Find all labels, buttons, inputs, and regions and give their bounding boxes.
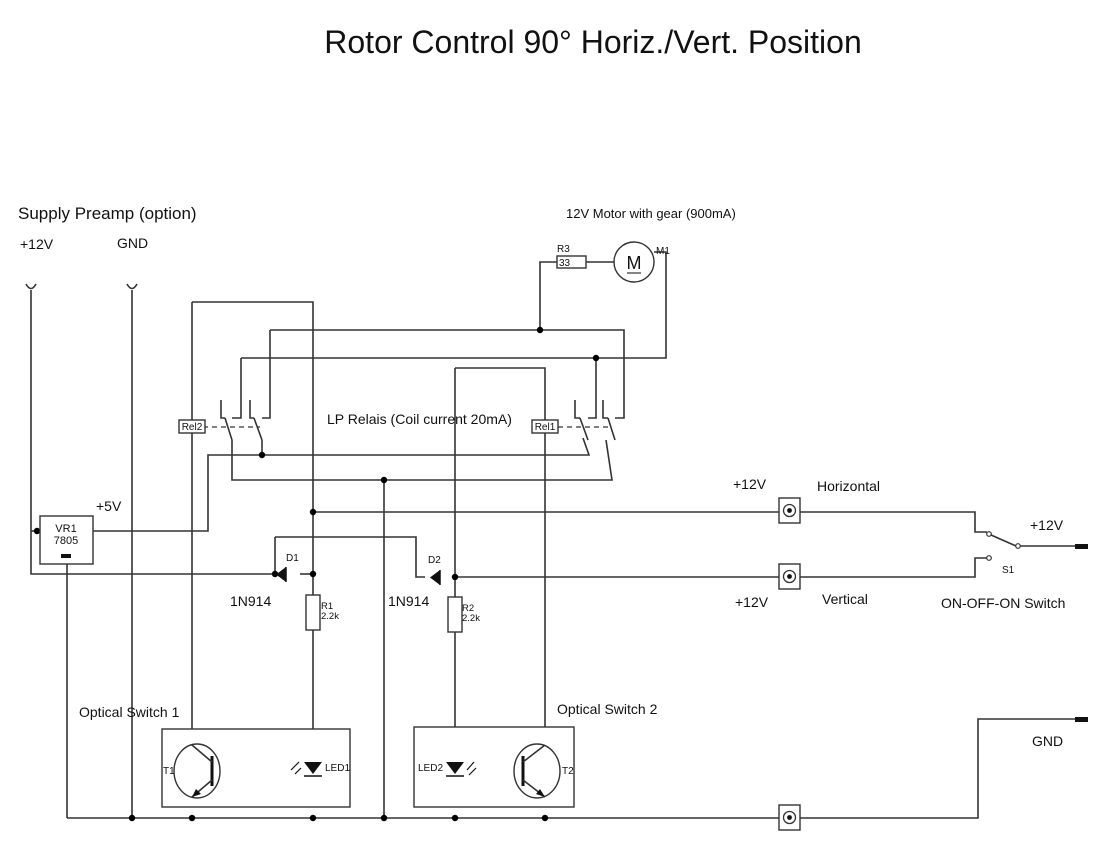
gnd-connector-icon bbox=[778, 804, 801, 831]
vr1-value-label: 7805 bbox=[54, 535, 78, 547]
page-title: Rotor Control 90° Horiz./Vert. Position bbox=[324, 24, 861, 60]
d2-diode-icon bbox=[430, 570, 441, 585]
motor-glyph: M bbox=[627, 253, 642, 273]
relais-note: LP Relais (Coil current 20mA) bbox=[327, 411, 512, 427]
rel1-coil bbox=[531, 419, 559, 434]
optical-switch-1-label: Optical Switch 1 bbox=[79, 704, 180, 720]
s1-ref-label: S1 bbox=[1002, 565, 1015, 576]
rel2-label: Rel2 bbox=[182, 422, 203, 433]
optical-switch-2-label: Optical Switch 2 bbox=[557, 701, 658, 717]
gnd-terminal-icon bbox=[126, 283, 138, 290]
rel2-coil bbox=[178, 419, 206, 434]
t2-ref-label: T2 bbox=[562, 766, 574, 777]
r3-resistor bbox=[556, 255, 587, 269]
led1-icon bbox=[290, 761, 322, 777]
r3-ref-label: R3 bbox=[557, 244, 570, 255]
plus5v-label: +5V bbox=[96, 498, 122, 514]
supply-preamp-label: Supply Preamp (option) bbox=[18, 204, 197, 223]
gnd-input-terminal-icon bbox=[1075, 717, 1088, 722]
junction-dots bbox=[33, 326, 600, 822]
d1-diode-icon bbox=[276, 567, 287, 582]
t2-phototransistor-icon bbox=[513, 743, 561, 799]
d1-type-label: 1N914 bbox=[230, 593, 271, 609]
plus12v-horizontal-label: +12V bbox=[733, 476, 767, 492]
plus12v-terminal-icon bbox=[25, 283, 37, 290]
plus12v-left-label: +12V bbox=[20, 236, 54, 252]
led2-ref-label: LED2 bbox=[418, 763, 443, 774]
plus12v-vertical-label: +12V bbox=[735, 594, 769, 610]
r1-resistor bbox=[305, 594, 321, 631]
optical-switch-1-box bbox=[161, 728, 351, 808]
vertical-label: Vertical bbox=[822, 591, 868, 607]
gnd-right-label: GND bbox=[1032, 733, 1063, 749]
r1-ref-label: R1 bbox=[321, 601, 333, 612]
vr1-gnd-pin-icon bbox=[61, 554, 71, 558]
rel2-contacts bbox=[220, 400, 263, 441]
s1-switch-icon bbox=[986, 531, 1021, 561]
led1-ref-label: LED1 bbox=[325, 763, 350, 774]
r2-resistor bbox=[447, 596, 463, 633]
r3-value-label: 33 bbox=[559, 258, 571, 269]
t1-phototransistor-icon bbox=[173, 743, 221, 799]
plus12v-input-terminal-icon bbox=[1075, 544, 1088, 549]
r1-value-label: 2.2k bbox=[321, 611, 339, 622]
t1-ref-label: T1 bbox=[163, 766, 175, 777]
d2-ref-label: D2 bbox=[428, 555, 441, 566]
motor-icon bbox=[613, 241, 655, 283]
horizontal-connector-icon bbox=[778, 497, 801, 524]
switch-type-label: ON-OFF-ON Switch bbox=[941, 595, 1065, 611]
optical-switch-2-box bbox=[413, 726, 575, 808]
plus12v-right-label: +12V bbox=[1030, 517, 1064, 533]
rel1-contacts bbox=[574, 400, 616, 441]
r2-ref-label: R2 bbox=[462, 603, 474, 614]
vr1-ref-label: VR1 bbox=[55, 523, 76, 535]
motor-title-label: 12V Motor with gear (900mA) bbox=[566, 206, 736, 221]
vertical-connector-icon bbox=[778, 563, 801, 590]
wires bbox=[30, 251, 1075, 819]
m1-ref-label: M1 bbox=[656, 246, 670, 257]
r2-value-label: 2.2k bbox=[462, 613, 480, 624]
d2-type-label: 1N914 bbox=[388, 593, 429, 609]
led2-icon bbox=[446, 761, 477, 777]
gnd-left-label: GND bbox=[117, 235, 148, 251]
rel1-label: Rel1 bbox=[535, 422, 556, 433]
d1-ref-label: D1 bbox=[286, 553, 299, 564]
horizontal-label: Horizontal bbox=[817, 478, 880, 494]
